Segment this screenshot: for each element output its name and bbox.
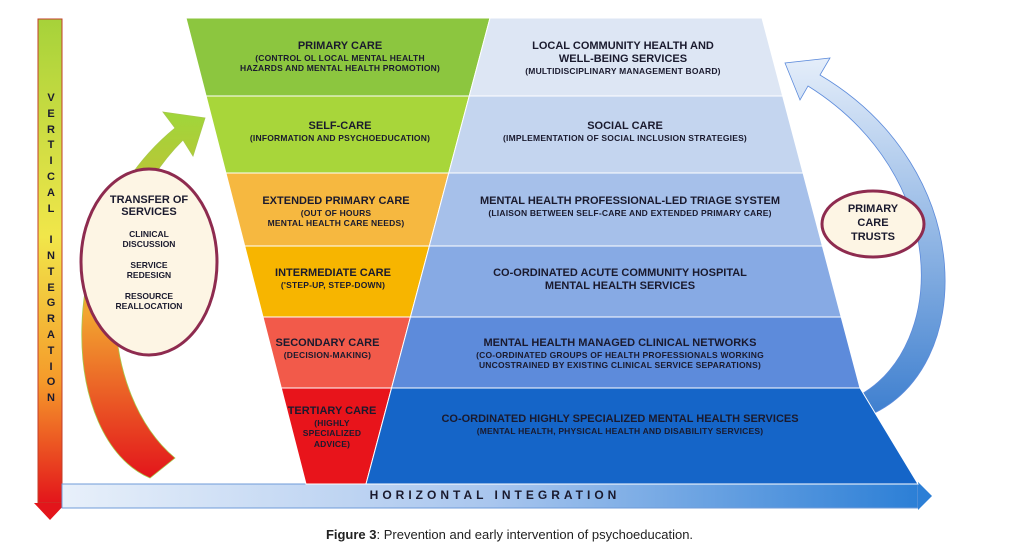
- vertical-letter: V: [47, 92, 55, 104]
- right-level-subtitle: (LIAISON BETWEEN SELF-CARE AND EXTENDED …: [488, 208, 772, 219]
- horizontal-integration-bar: [61, 482, 932, 510]
- left-level-subtitle: ADVICE): [313, 438, 351, 449]
- left-level-5: SECONDARY CARE(DECISION-MAKING): [270, 337, 385, 360]
- vertical-letter: T: [47, 139, 55, 152]
- vertical-letter: I: [49, 155, 53, 168]
- primary-care-trusts-circle: [820, 189, 926, 259]
- figure-caption: Figure 3: Prevention and early intervent…: [0, 527, 1019, 542]
- vertical-letter: A: [47, 329, 55, 341]
- funnel: [185, 17, 919, 485]
- vertical-letter: A: [47, 186, 55, 199]
- caption-text: : Prevention and early intervention of p…: [376, 527, 694, 542]
- left-level-subtitle: ('STEP-UP, STEP-DOWN): [280, 280, 386, 291]
- left-curved-arrow: [81, 111, 206, 479]
- vertical-letter: I: [49, 360, 53, 373]
- right-level-title: LOCAL COMMUNITY HEALTH AND: [532, 40, 714, 52]
- right-level-subtitle: UNCOSTRAINED BY EXISTING CLINICAL SERVIC…: [478, 360, 762, 371]
- left-level-subtitle: SPECIALIZED: [302, 428, 362, 439]
- vertical-letter: T: [47, 344, 55, 357]
- right-level-subtitle: (MULTIDISCIPLINARY MANAGEMENT BOARD): [525, 66, 721, 77]
- transfer-of-services-circle: [79, 167, 219, 357]
- right-level-title: MENTAL HEALTH PROFESSIONAL-LED TRIAGE SY…: [479, 195, 781, 207]
- left-level-title: SELF-CARE: [308, 120, 372, 132]
- vertical-letter: E: [47, 107, 55, 120]
- vertical-letter: C: [47, 171, 55, 183]
- trusts-line-3: TRUSTS: [851, 230, 895, 243]
- vertical-letter: O: [46, 376, 56, 389]
- vertical-integration-bar: [34, 18, 66, 520]
- right-curved-arrow: [784, 57, 946, 416]
- transfer-title-1: TRANSFER OF: [109, 194, 189, 206]
- vertical-letter: N: [47, 250, 55, 262]
- vertical-letter: T: [47, 265, 55, 278]
- trusts-line-1: PRIMARY: [847, 203, 899, 215]
- left-level-4: INTERMEDIATE CARE('STEP-UP, STEP-DOWN): [258, 267, 408, 290]
- vertical-letter: E: [47, 281, 55, 294]
- right-level-subtitle: (MENTAL HEALTH, PHYSICAL HEALTH AND DISA…: [476, 426, 764, 437]
- left-level-title: SECONDARY CARE: [275, 337, 380, 349]
- left-level-title: TERTIARY CARE: [287, 405, 377, 417]
- transfer-item-3a: RESOURCE: [124, 291, 174, 301]
- transfer-item-2b: REDESIGN: [126, 270, 172, 280]
- transfer-item-3b: REALLOCATION: [115, 301, 183, 311]
- vertical-letter: I: [49, 234, 53, 247]
- left-level-subtitle: (CONTROL OL LOCAL MENTAL HEALTH: [255, 53, 425, 64]
- right-level-title: CO-ORDINATED ACUTE COMMUNITY HOSPITAL: [493, 267, 747, 279]
- left-level-title: PRIMARY CARE: [297, 40, 383, 52]
- trusts-line-2: CARE: [857, 216, 889, 229]
- left-level-subtitle: MENTAL HEALTH CARE NEEDS): [267, 218, 405, 229]
- right-level-5: MENTAL HEALTH MANAGED CLINICAL NETWORKS(…: [410, 337, 830, 371]
- left-level-title: EXTENDED PRIMARY CARE: [262, 195, 410, 207]
- caption-label: Figure 3: [325, 527, 377, 542]
- transfer-item-1b: DISCUSSION: [122, 239, 176, 249]
- left-level-subtitle: (OUT OF HOURS: [300, 208, 372, 219]
- right-level-title: CO-ORDINATED HIGHLY SPECIALIZED MENTAL H…: [441, 413, 799, 425]
- vertical-letter: R: [47, 313, 55, 326]
- transfer-item-1a: CLINICAL: [129, 229, 169, 239]
- right-level-2: SOCIAL CARE(IMPLEMENTATION OF SOCIAL INC…: [470, 120, 780, 143]
- vertical-letter: L: [47, 202, 55, 215]
- right-level-3: MENTAL HEALTH PROFESSIONAL-LED TRIAGE SY…: [440, 195, 820, 218]
- right-level-title: MENTAL HEALTH SERVICES: [544, 280, 696, 293]
- right-level-subtitle: (IMPLEMENTATION OF SOCIAL INCLUSION STRA…: [503, 133, 747, 144]
- left-level-subtitle: (INFORMATION AND PSYCHOEDUCATION): [249, 133, 431, 144]
- right-level-6: CO-ORDINATED HIGHLY SPECIALIZED MENTAL H…: [390, 413, 850, 436]
- transfer-circle-text: TRANSFER OF SERVICES CLINICAL DISCUSSION…: [86, 194, 212, 311]
- right-level-title: MENTAL HEALTH MANAGED CLINICAL NETWORKS: [483, 337, 757, 349]
- right-level-title: WELL-BEING SERVICES: [558, 53, 688, 66]
- right-level-subtitle: (CO-ORDINATED GROUPS OF HEALTH PROFESSIO…: [476, 350, 764, 361]
- right-level-title: SOCIAL CARE: [587, 120, 663, 132]
- left-level-subtitle: (HIGHLY: [314, 418, 350, 429]
- trusts-circle-text: PRIMARY CARE TRUSTS: [833, 203, 913, 244]
- transfer-item-2a: SERVICE: [130, 260, 168, 270]
- vertical-letter: N: [47, 392, 55, 405]
- vertical-letter: R: [47, 123, 55, 136]
- left-level-1: PRIMARY CARE(CONTROL OL LOCAL MENTAL HEA…: [215, 40, 465, 74]
- vertical-letter: G: [46, 297, 56, 310]
- left-level-subtitle: (DECISION-MAKING): [283, 350, 372, 361]
- left-level-title: INTERMEDIATE CARE: [275, 267, 391, 279]
- right-level-6-shape: [365, 387, 919, 485]
- left-level-subtitle: HAZARDS AND MENTAL HEALTH PROMOTION): [239, 63, 440, 74]
- horizontal-integration-label: HORIZONTAL INTEGRATION: [369, 488, 621, 502]
- left-level-2: SELF-CARE(INFORMATION AND PSYCHOEDUCATIO…: [220, 120, 460, 143]
- transfer-title-2: SERVICES: [121, 206, 177, 218]
